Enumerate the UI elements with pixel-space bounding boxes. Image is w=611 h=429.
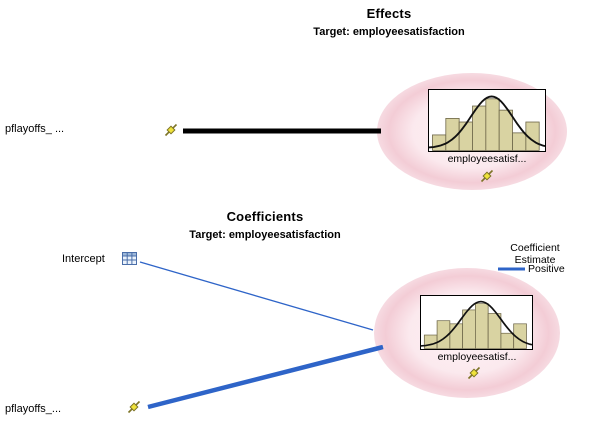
intercept-label[interactable]: Intercept xyxy=(62,253,105,265)
coefficient-legend: Coefficient Estimate xyxy=(503,242,567,266)
effects-predictor-label[interactable]: pflayoffs_ ... xyxy=(5,123,65,135)
legend-title-line1: Coefficient xyxy=(510,242,560,254)
effects-subtitle: Target: employeesatisfaction xyxy=(313,26,465,38)
histogram-plot xyxy=(429,95,545,151)
continuous-field-slider-icon xyxy=(466,365,482,381)
legend-title-line2: Estimate xyxy=(514,254,556,266)
effects-target-label[interactable]: employeesatisf... xyxy=(447,153,527,165)
histogram-plot xyxy=(421,300,532,349)
continuous-field-slider-icon xyxy=(126,399,142,415)
table-field-icon xyxy=(122,252,137,265)
coefficients-title: Coefficients xyxy=(226,209,304,224)
coefficients-subtitle: Target: employeesatisfaction xyxy=(189,229,341,241)
coefficients-predictor-label[interactable]: pflayoffs_... xyxy=(5,403,62,415)
continuous-field-slider-icon xyxy=(479,168,495,184)
intercept-coefficient-link[interactable] xyxy=(139,261,374,331)
coefficients-target-label[interactable]: employeesatisf... xyxy=(437,351,517,363)
legend-positive-label: Positive xyxy=(528,263,565,275)
predictor-coefficient-link[interactable] xyxy=(147,344,384,410)
effects-target-histogram[interactable] xyxy=(428,89,546,152)
coefficients-target-histogram[interactable] xyxy=(420,295,533,350)
effects-title: Effects xyxy=(366,6,412,21)
continuous-field-slider-icon xyxy=(163,122,179,138)
